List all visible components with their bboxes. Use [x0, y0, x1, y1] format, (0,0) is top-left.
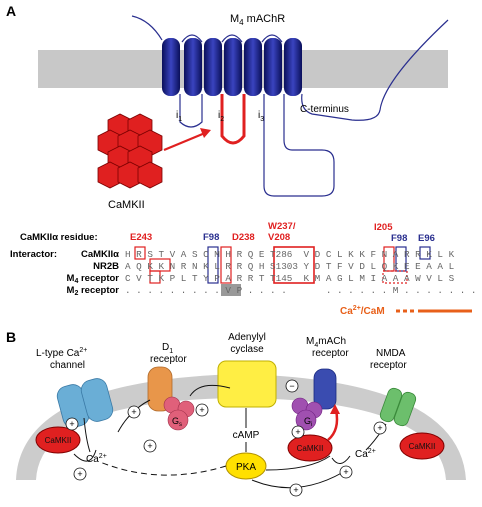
ca-cam-label: Ca2+/CaM	[340, 305, 385, 317]
m4-receptor-icon	[313, 368, 337, 410]
ltype-label-2: channel	[50, 360, 85, 371]
residue-w237: W237/	[268, 221, 296, 232]
seq-m4: C V T K P L T Y P A R R T T145 K M A G L…	[125, 273, 455, 284]
nmda-receptor-icon	[379, 387, 417, 427]
adenylyl-cyclase-icon	[217, 360, 277, 408]
svg-text:+: +	[295, 427, 300, 437]
c-terminus-tail	[301, 19, 449, 121]
svg-text:+: +	[343, 467, 348, 477]
gi-protein-icon	[291, 397, 323, 431]
camkii-m4-arrow	[327, 409, 339, 441]
camkii-holoenzyme-icon	[97, 113, 163, 189]
binding-arrow	[163, 131, 206, 152]
m4-label-1: M4mACh	[306, 336, 346, 349]
loop-i3	[263, 94, 335, 197]
extracellular-loops	[181, 34, 283, 43]
ca-right-label: Ca2+	[355, 448, 376, 460]
row-label-m4: M4 receptor	[67, 273, 120, 285]
svg-text:+: +	[147, 441, 152, 451]
binding-arrowhead	[200, 128, 211, 138]
loop-i3-label: i3	[258, 110, 264, 123]
residue-e96: E96	[418, 233, 435, 244]
l-type-channel-icon	[56, 378, 114, 428]
camp-label: cAMP	[233, 430, 260, 441]
svg-text:−: −	[289, 381, 294, 391]
m2-gray-highlight	[221, 284, 241, 296]
alignment-highlights	[134, 246, 431, 284]
camkii-right-label: CaMKII	[409, 442, 436, 451]
row-label-m2: M2 receptor	[67, 285, 120, 297]
nmda-label-1: NMDA	[376, 348, 406, 359]
seq-m2: . . . . . . . . . V P . . . . . . . . . …	[125, 285, 476, 296]
svg-text:+: +	[377, 423, 382, 433]
row-label-nr2b: NR2B	[93, 261, 119, 272]
camkii-center-label: CaMKII	[297, 444, 324, 453]
camkii-left-icon	[35, 426, 81, 454]
loop-i1-label: i1	[176, 110, 182, 123]
loop-i2-label: i2	[218, 110, 224, 123]
row-label-camkii: CaMKIIα	[81, 249, 119, 260]
regulation-symbols: + + + + + − + + + +	[65, 379, 387, 497]
camkii-left-label: CaMKII	[45, 436, 72, 445]
gi-label: Gi	[304, 416, 312, 428]
m4-label-2: receptor	[312, 348, 349, 359]
camkii-right-icon	[399, 432, 445, 460]
loop-i1	[179, 94, 203, 128]
panel-a-letter: A	[6, 3, 16, 19]
svg-text:+: +	[69, 419, 74, 429]
pka-label: PKA	[236, 462, 256, 473]
svg-text:+: +	[199, 405, 204, 415]
residue-e243: E243	[130, 232, 152, 243]
residue-v208: V208	[268, 232, 290, 243]
residue-row-label: CaMKIIα residue:	[20, 232, 98, 243]
n-terminus-line	[131, 15, 163, 41]
residue-f98-right: F98	[391, 233, 407, 244]
gs-protein-icon	[163, 396, 195, 431]
residue-d238: D238	[232, 232, 255, 243]
d1-label-2: receptor	[150, 354, 187, 365]
membrane-a	[38, 50, 448, 88]
loop-i2	[220, 94, 246, 145]
adenylyl-label-1: Adenylyl	[228, 332, 266, 343]
receptor-helices	[162, 38, 302, 96]
gs-label: Gs	[172, 416, 182, 428]
residue-f98-left: F98	[203, 232, 219, 243]
camkii-m4-arrowhead	[330, 404, 340, 414]
adenylyl-label-2: cyclase	[230, 344, 264, 355]
ltype-label-1: L-type Ca2+	[36, 347, 87, 359]
camkii-center-icon	[287, 434, 333, 462]
receptor-title: M4 mAChR	[230, 13, 285, 27]
d1-label-1: D1	[162, 342, 173, 355]
svg-text:+: +	[131, 407, 136, 417]
seq-camkii: H R S T V A S C M H R Q E T286 V D C L K…	[125, 249, 455, 260]
camkii-label: CaMKII	[108, 199, 145, 211]
svg-text:+: +	[77, 469, 82, 479]
interactor-label: Interactor:	[10, 249, 57, 260]
svg-text:+: +	[293, 485, 298, 495]
ca-left-label: Ca2+	[86, 453, 107, 465]
panel-b-letter: B	[6, 329, 16, 345]
nmda-label-2: receptor	[370, 360, 407, 371]
c-terminus-label: C-terminus	[300, 104, 349, 115]
membrane-b	[16, 374, 466, 480]
residue-i205: I205	[374, 222, 393, 233]
seq-nr2b: A Q K K N R N K L R R Q H S1303 Y D T F …	[125, 261, 454, 272]
